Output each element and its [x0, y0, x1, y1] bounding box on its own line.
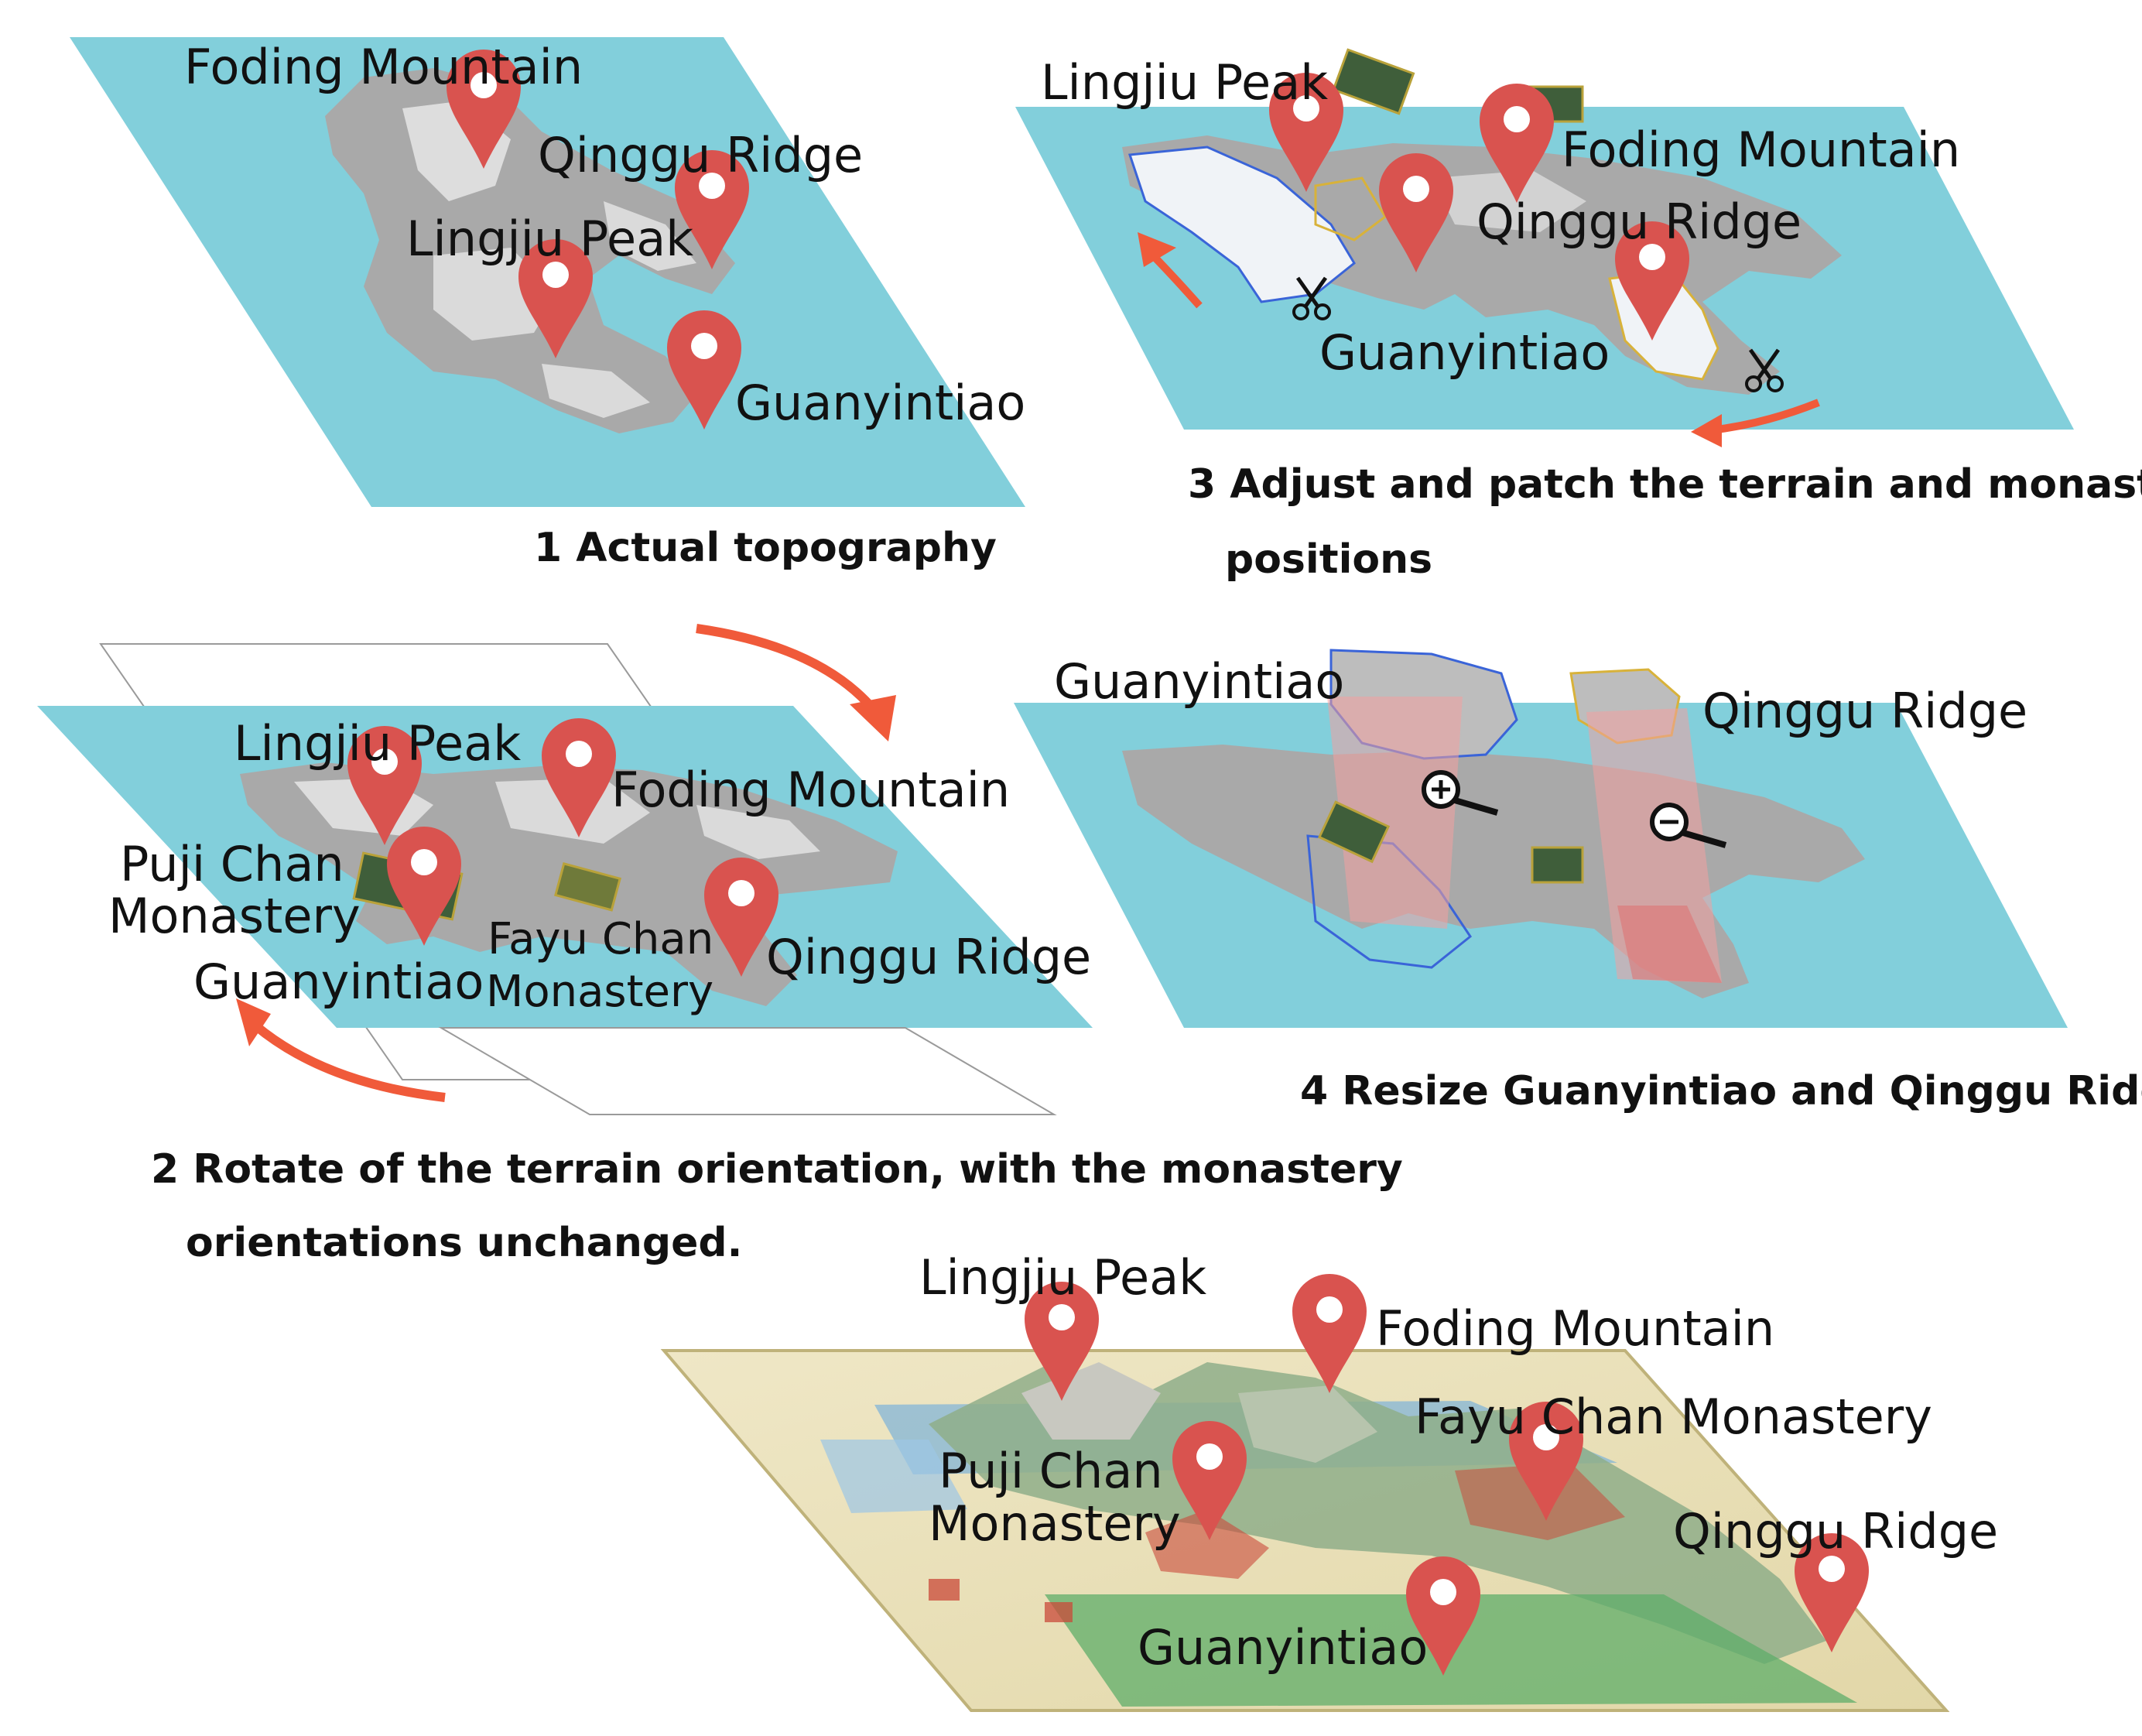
- caption-panel-2-line-2: orientations unchanged.: [186, 1220, 742, 1266]
- panel-5-historic-map: Lingjiu Peak Foding Mountain Fayu Chan M…: [660, 1249, 1998, 1712]
- monastery-map-icon: [1332, 48, 1415, 115]
- monastery-map-icon: [554, 862, 622, 912]
- label-puji-chan-line-1: Puji Chan: [939, 1443, 1163, 1499]
- label-foding-mountain: Foding Mountain: [611, 762, 1010, 818]
- label-lingjiu-peak: Lingjiu Peak: [919, 1249, 1206, 1306]
- label-guanyintiao: Guanyintiao: [1319, 324, 1610, 381]
- panel-2-rotate-terrain: Lingjiu Peak Foding Mountain Puji Chan M…: [37, 624, 1403, 1266]
- label-guanyintiao: Guanyintiao: [1054, 653, 1344, 710]
- caption-panel-3-line-2: positions: [1225, 536, 1432, 583]
- label-qinggu-ridge: Qinggu Ridge: [1476, 193, 1802, 250]
- label-qinggu-ridge: Qinggu Ridge: [766, 929, 1091, 985]
- label-lingjiu-peak: Lingjiu Peak: [406, 211, 693, 267]
- label-qinggu-ridge: Qinggu Ridge: [1673, 1503, 1998, 1560]
- label-guanyintiao: Guanyintiao: [1138, 1619, 1428, 1676]
- label-qinggu-ridge: Qinggu Ridge: [1702, 683, 2027, 739]
- label-foding-mountain: Foding Mountain: [1376, 1300, 1774, 1357]
- label-guanyintiao: Guanyintiao: [735, 375, 1025, 431]
- panel-1-actual-topography: Foding Mountain Qinggu Ridge Lingjiu Pea…: [70, 37, 1025, 571]
- label-puji-chan-line-2: Monastery: [929, 1495, 1181, 1552]
- panel-4-resize: Guanyintiao Qinggu Ridge 4 Resize Guanyi…: [1014, 649, 2142, 1115]
- monastery-map-icon: [1318, 800, 1391, 864]
- label-fayu-chan-line-1: Fayu Chan: [488, 914, 713, 964]
- monastery-map-icon: [1531, 846, 1584, 884]
- panel-3-adjust-patch: Lingjiu Peak Foding Mountain Qinggu Ridg…: [1015, 48, 2142, 583]
- label-lingjiu-peak: Lingjiu Peak: [1041, 54, 1328, 111]
- caption-panel-2-line-1: 2 Rotate of the terrain orientation, wit…: [151, 1146, 1403, 1193]
- label-lingjiu-peak: Lingjiu Peak: [234, 715, 521, 772]
- curved-arrow-icon: [1709, 399, 1820, 434]
- caption-panel-3-line-1: 3 Adjust and patch the terrain and monas…: [1188, 461, 2142, 508]
- label-puji-chan-line-2: Monastery: [108, 888, 361, 944]
- curved-arrow-icon: [696, 624, 878, 714]
- caption-panel-4: 4 Resize Guanyintiao and Qinggu Ridge: [1300, 1068, 2142, 1115]
- label-foding-mountain: Foding Mountain: [1562, 122, 1960, 178]
- label-fayu-chan-monastery: Fayu Chan Monastery: [1415, 1388, 1932, 1445]
- caption-panel-1: 1 Actual topography: [534, 525, 997, 571]
- label-puji-chan-line-1: Puji Chan: [120, 836, 344, 892]
- label-foding-mountain: Foding Mountain: [184, 39, 583, 95]
- label-fayu-chan-line-2: Monastery: [486, 967, 713, 1017]
- label-guanyintiao: Guanyintiao: [193, 954, 484, 1010]
- zoom-out-icon: [1650, 803, 1727, 848]
- label-qinggu-ridge: Qinggu Ridge: [538, 127, 863, 183]
- rotation-plane-outline: [438, 1027, 1057, 1115]
- terrain-island: [1122, 48, 1842, 395]
- curved-arrow-icon: [252, 1022, 446, 1102]
- zoom-in-icon: [1422, 770, 1499, 816]
